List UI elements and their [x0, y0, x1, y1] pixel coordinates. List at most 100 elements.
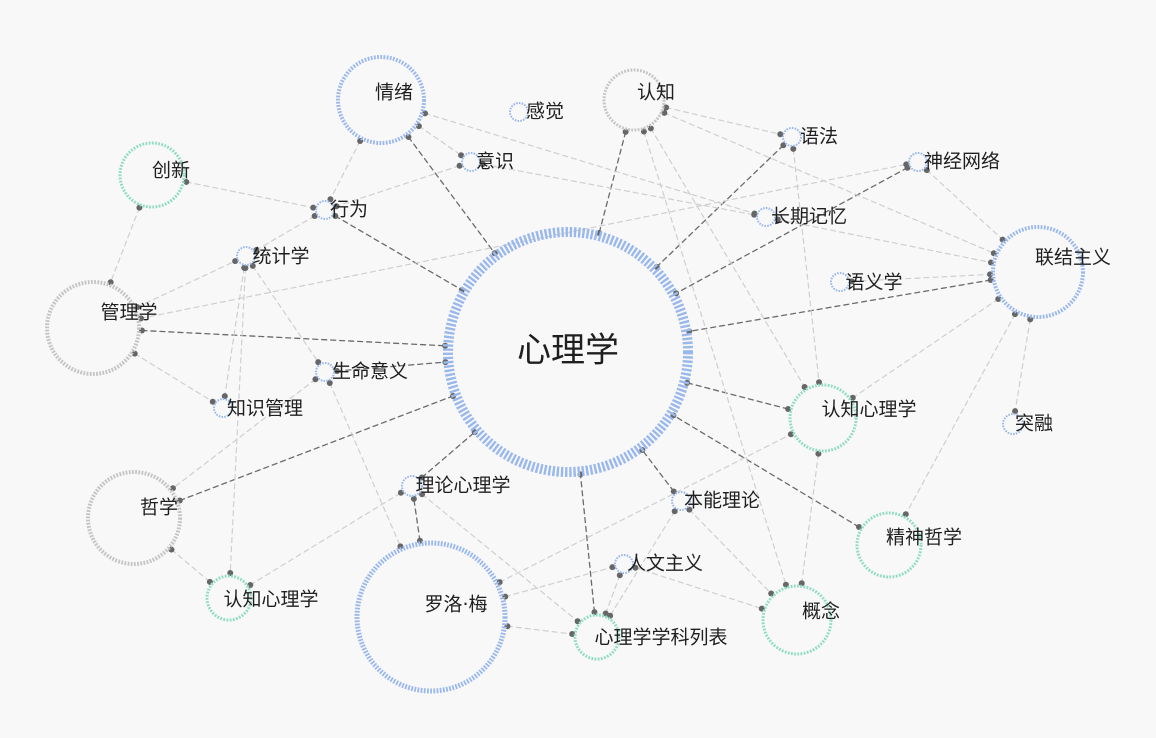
edge-yishi-xingwei	[333, 162, 463, 210]
edge-lilun-center	[418, 429, 478, 481]
node-shenjing[interactable]: 神经网络	[908, 151, 1000, 173]
edge-line	[424, 112, 756, 215]
node-ring[interactable]	[461, 152, 481, 172]
edge-line	[255, 215, 316, 251]
node-ring[interactable]	[991, 225, 1085, 319]
node-ganjue[interactable]: 感觉	[509, 101, 564, 123]
edge-qingxu-yishi	[415, 123, 465, 159]
node-ring[interactable]	[236, 246, 256, 266]
node-ring[interactable]	[401, 475, 423, 497]
node-ring[interactable]	[213, 398, 233, 418]
edge-endpoint-dot	[903, 161, 910, 168]
node-guanli[interactable]: 管理学	[45, 280, 158, 376]
node-yufa[interactable]: 语法	[782, 126, 838, 148]
node-chuangxin[interactable]: 创新	[118, 141, 190, 209]
node-ring[interactable]	[443, 227, 693, 477]
edge-endpoint-dot	[902, 511, 909, 518]
node-jingshen[interactable]: 精神哲学	[855, 511, 962, 579]
node-lilun[interactable]: 理论心理学	[401, 475, 511, 497]
node-ring[interactable]	[86, 470, 182, 566]
node-turong[interactable]: 突融	[1002, 413, 1053, 435]
node-ring[interactable]	[315, 362, 335, 382]
node-yuyi[interactable]: 语义学	[830, 272, 903, 294]
node-ring[interactable]	[205, 574, 253, 622]
node-ring[interactable]	[354, 540, 508, 694]
edge-renzhi-renzhixlx_r	[647, 125, 808, 391]
node-label: 认知心理学	[821, 399, 916, 421]
node-ring[interactable]	[614, 554, 634, 574]
node-label: 哲学	[140, 497, 178, 519]
edge-endpoint-dot	[777, 131, 784, 138]
edge-line	[421, 493, 579, 622]
node-ring[interactable]	[602, 68, 666, 132]
node-renzhixlx_l[interactable]: 认知心理学	[205, 574, 319, 622]
node-ring[interactable]	[830, 272, 850, 292]
edge-line	[905, 313, 1016, 515]
node-luoluo[interactable]: 罗洛·梅	[354, 540, 508, 694]
node-ring[interactable]	[1002, 413, 1024, 435]
node-ring[interactable]	[315, 200, 335, 220]
edge-luoluo-renzhixlx_r	[496, 431, 794, 586]
node-changqi[interactable]: 长期记忆	[756, 206, 847, 228]
node-ring[interactable]	[782, 127, 802, 147]
node-ring[interactable]	[118, 141, 186, 209]
node-gainian[interactable]: 概念	[761, 584, 840, 656]
edge-endpoint-dot	[333, 203, 340, 210]
edge-endpoint-dot	[848, 278, 855, 285]
node-ring[interactable]	[908, 152, 928, 172]
edge-line	[249, 492, 402, 586]
node-ring[interactable]	[573, 613, 621, 661]
node-zhishi[interactable]: 知识管理	[213, 398, 303, 420]
node-ring[interactable]	[788, 383, 858, 453]
edge-xingwei-center	[332, 213, 465, 293]
edge-endpoint-dot	[671, 508, 678, 515]
node-label: 罗洛·梅	[424, 594, 487, 616]
node-benneng[interactable]: 本能理论	[671, 490, 760, 512]
node-center[interactable]: 心理学	[443, 227, 693, 477]
node-yishi[interactable]: 意识	[461, 151, 514, 173]
edge-line	[329, 382, 402, 547]
node-qingxu[interactable]: 情绪	[336, 55, 426, 145]
edge-chuangxin-xingwei	[183, 178, 317, 211]
node-ring[interactable]	[756, 207, 776, 227]
edge-line	[792, 148, 820, 383]
node-ring[interactable]	[855, 511, 923, 579]
edge-endpoint-dot	[609, 564, 616, 571]
edge-line	[688, 508, 772, 595]
node-tongji[interactable]: 统计学	[236, 246, 310, 268]
edge-endpoint-dot	[774, 216, 781, 223]
node-label: 突融	[1015, 413, 1053, 435]
node-renzhi[interactable]: 认知	[602, 68, 675, 132]
edge-endpoint-dot	[209, 398, 216, 405]
node-ring[interactable]	[336, 55, 426, 145]
node-xlxlb[interactable]: 心理学学科列表	[573, 613, 728, 661]
node-label: 本能理论	[684, 490, 760, 512]
edge-endpoint-dot	[1012, 408, 1019, 415]
node-zhexue[interactable]: 哲学	[86, 470, 182, 566]
node-xingwei[interactable]: 行为	[315, 199, 368, 221]
node-ring[interactable]	[761, 584, 833, 656]
node-ring[interactable]	[45, 280, 141, 376]
edge-line	[421, 431, 476, 479]
edge-yuyi-lianjie	[848, 271, 994, 285]
node-ring[interactable]	[671, 491, 691, 511]
edge-lianjie-jingshen	[902, 311, 1019, 518]
node-ring[interactable]	[509, 102, 529, 122]
edge-endpoint-dot	[995, 295, 1002, 302]
edge-endpoint-dot	[607, 612, 614, 619]
node-label: 心理学学科列表	[594, 627, 727, 649]
node-label: 精神哲学	[886, 527, 962, 549]
node-label: 感觉	[526, 101, 564, 123]
node-shengming[interactable]: 生命意义	[315, 361, 408, 383]
edge-line	[185, 181, 314, 209]
node-label: 创新	[152, 160, 190, 182]
edge-endpoint-dot	[458, 152, 465, 159]
node-renzhixlx_r[interactable]: 认知心理学	[788, 383, 917, 453]
edge-line	[413, 498, 421, 542]
edge-line	[598, 131, 627, 234]
edge-endpoint-dot	[622, 128, 629, 135]
node-lianjie[interactable]: 联结主义	[991, 225, 1111, 319]
edge-renzhixlx_l-lilun	[247, 489, 404, 588]
node-label: 人文主义	[627, 553, 703, 575]
node-renwen[interactable]: 人文主义	[614, 553, 703, 575]
